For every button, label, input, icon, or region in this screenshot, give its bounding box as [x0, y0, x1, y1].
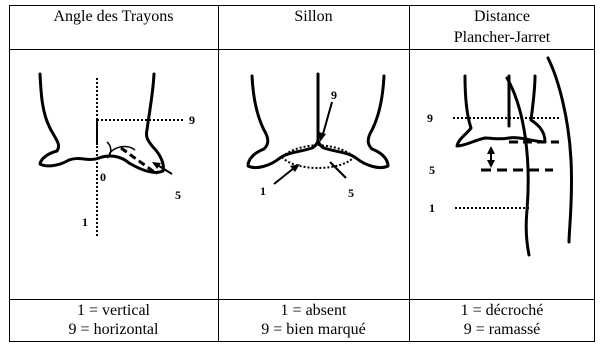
- pointer-5-line: [329, 161, 347, 179]
- footer-line-2: 9 = ramassé: [463, 321, 541, 338]
- footer-divider: [9, 299, 595, 300]
- header-divider: [9, 49, 595, 50]
- footer-distance-plancher-jarret: 1 = décroché 9 = ramassé: [409, 300, 595, 342]
- floor-hock-distance-diagram: 9 5 1: [427, 56, 574, 257]
- udder-outline: [38, 72, 165, 174]
- leg-outline-inner: [505, 76, 531, 257]
- header-angle-des-trayons: Angle des Trayons: [9, 5, 218, 49]
- angle-arc: [106, 141, 112, 159]
- footer-line-2: 9 = horizontal: [68, 321, 159, 338]
- label-9: 9: [427, 111, 433, 125]
- distance-arrow-up: [487, 146, 495, 154]
- footer-line-1: 1 = vertical: [77, 302, 150, 319]
- label-9: 9: [331, 88, 337, 102]
- header-text: Angle des Trayons: [53, 8, 174, 25]
- arrow-9-head: [319, 132, 326, 142]
- teat-angle-diagram: 9 0 5 1: [38, 72, 195, 238]
- base-dotted-arc: [281, 156, 355, 170]
- teat-axis-dashed: [120, 146, 158, 176]
- label-1: 1: [260, 184, 266, 198]
- furrow-diagram: 9 5 1: [246, 72, 390, 200]
- footer-line-1: 1 = décroché: [460, 302, 544, 319]
- leg-outline-outer: [546, 56, 574, 244]
- header-distance-plancher-jarret: Distance Plancher-Jarret: [409, 5, 595, 49]
- label-1: 1: [429, 201, 435, 215]
- arrow-1-shaft: [273, 167, 295, 185]
- footer-line-1: 1 = absent: [280, 302, 347, 319]
- arrow-9-shaft: [322, 101, 333, 135]
- header-text: Sillon: [294, 8, 333, 25]
- arrow-shaft: [158, 165, 173, 175]
- udder-outline: [455, 74, 547, 148]
- label-5: 5: [429, 163, 435, 177]
- footer-sillon: 1 = absent 9 = bien marqué: [218, 300, 409, 342]
- score-table: [9, 5, 595, 342]
- label-1: 1: [82, 215, 88, 229]
- header-text-line-1: Distance: [474, 8, 530, 25]
- label-0: 0: [100, 170, 106, 184]
- column-divider: [218, 5, 219, 342]
- header-text-line-2: Plancher-Jarret: [453, 29, 551, 46]
- label-5: 5: [175, 188, 181, 202]
- header-sillon: Sillon: [218, 5, 409, 49]
- column-divider: [409, 5, 410, 342]
- label-9: 9: [189, 113, 195, 127]
- distance-arrow-down: [487, 160, 495, 168]
- footer-line-2: 9 = bien marqué: [261, 321, 366, 338]
- label-5: 5: [348, 186, 354, 200]
- arrow-1-head: [290, 164, 300, 172]
- arrow-head: [152, 162, 161, 169]
- footer-angle-des-trayons: 1 = vertical 9 = horizontal: [9, 300, 218, 342]
